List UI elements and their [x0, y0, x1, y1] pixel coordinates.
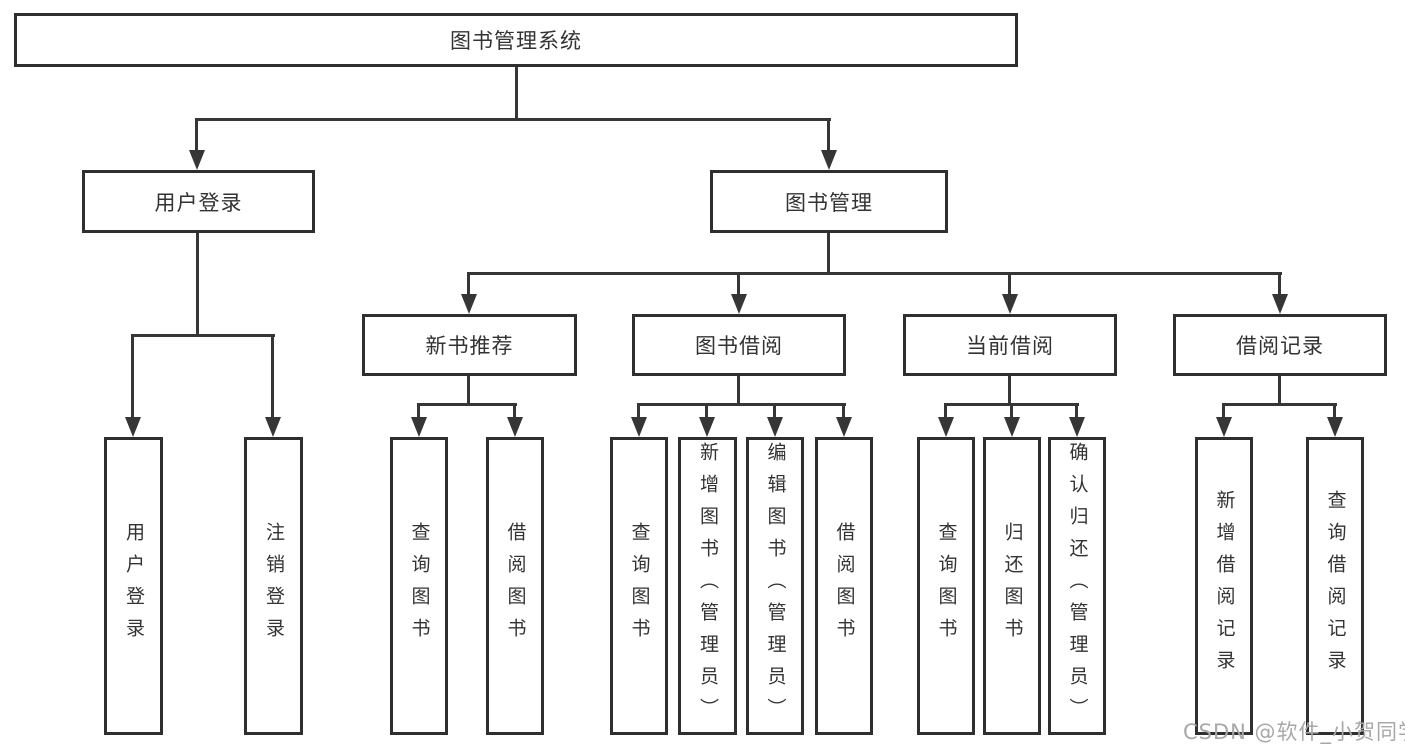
leaf-borrow-books: 借阅图书 — [815, 437, 873, 735]
connector-line — [271, 334, 274, 419]
arrowhead-down-icon — [821, 150, 837, 170]
arrowhead-down-icon — [767, 417, 783, 437]
connector-line — [944, 403, 947, 419]
node-book-management: 图书管理 — [710, 170, 948, 233]
connector-line — [737, 272, 740, 296]
node-user-login: 用户登录 — [82, 170, 315, 233]
node-new-book-recommend: 新书推荐 — [362, 314, 577, 376]
connector-line — [195, 118, 198, 152]
connector-line — [1010, 403, 1013, 419]
leaf-query-borrow-record: 查询借阅记录 — [1306, 437, 1364, 735]
node-borrow-records: 借阅记录 — [1173, 314, 1387, 376]
node-root: 图书管理系统 — [14, 13, 1018, 67]
arrowhead-down-icon — [836, 417, 852, 437]
connector-line — [827, 118, 830, 152]
leaf-query-books-borrow: 查询图书 — [610, 437, 668, 735]
connector-line — [417, 403, 517, 406]
connector-line — [467, 376, 470, 406]
connector-line — [131, 334, 275, 337]
arrowhead-down-icon — [265, 417, 281, 437]
connector-line — [1333, 403, 1336, 419]
connector-line — [1278, 272, 1281, 296]
arrowhead-down-icon — [1069, 417, 1085, 437]
connector-line — [515, 67, 518, 120]
watermark: CSDN @软件_小贺同学 — [1183, 720, 1405, 744]
arrowhead-down-icon — [1216, 417, 1232, 437]
leaf-borrow-books-recommend: 借阅图书 — [486, 437, 544, 735]
leaf-query-books-current: 查询图书 — [917, 437, 975, 735]
leaf-confirm-return-admin: 确认归还（管理员） — [1048, 437, 1106, 735]
node-book-borrow: 图书借阅 — [632, 314, 846, 376]
connector-line — [1075, 403, 1078, 419]
node-current-borrow: 当前借阅 — [903, 314, 1117, 376]
leaf-add-borrow-record: 新增借阅记录 — [1195, 437, 1253, 735]
connector-line — [637, 403, 640, 419]
connector-line — [195, 118, 831, 121]
arrowhead-down-icon — [411, 417, 427, 437]
arrowhead-down-icon — [631, 417, 647, 437]
connector-line — [773, 403, 776, 419]
arrowhead-down-icon — [731, 294, 747, 314]
leaf-add-books-admin: 新增图书（管理员） — [678, 437, 737, 735]
arrowhead-down-icon — [125, 417, 141, 437]
leaf-return-books: 归还图书 — [983, 437, 1041, 735]
arrowhead-down-icon — [699, 417, 715, 437]
connector-line — [842, 403, 845, 419]
connector-line — [705, 403, 708, 419]
connector-line — [467, 272, 470, 296]
arrowhead-down-icon — [189, 150, 205, 170]
connector-line — [827, 233, 830, 275]
arrowhead-down-icon — [1327, 417, 1343, 437]
leaf-user-login: 用户登录 — [104, 437, 163, 735]
arrowhead-down-icon — [938, 417, 954, 437]
connector-line — [637, 403, 846, 406]
connector-line — [1008, 272, 1011, 296]
arrowhead-down-icon — [1004, 417, 1020, 437]
connector-line — [513, 403, 516, 419]
connector-line — [1222, 403, 1337, 406]
arrowhead-down-icon — [461, 294, 477, 314]
arrowhead-down-icon — [1002, 294, 1018, 314]
connector-line — [1008, 376, 1011, 406]
connector-line — [417, 403, 420, 419]
connector-line — [737, 376, 740, 406]
leaf-edit-books-admin: 编辑图书（管理员） — [746, 437, 804, 735]
connector-line — [196, 233, 199, 337]
connector-line — [1222, 403, 1225, 419]
leaf-query-books-recommend: 查询图书 — [390, 437, 448, 735]
arrowhead-down-icon — [507, 417, 523, 437]
connector-line — [1278, 376, 1281, 406]
connector-line — [467, 272, 1282, 275]
leaf-logout: 注销登录 — [244, 437, 303, 735]
arrowhead-down-icon — [1272, 294, 1288, 314]
connector-line — [131, 334, 134, 419]
